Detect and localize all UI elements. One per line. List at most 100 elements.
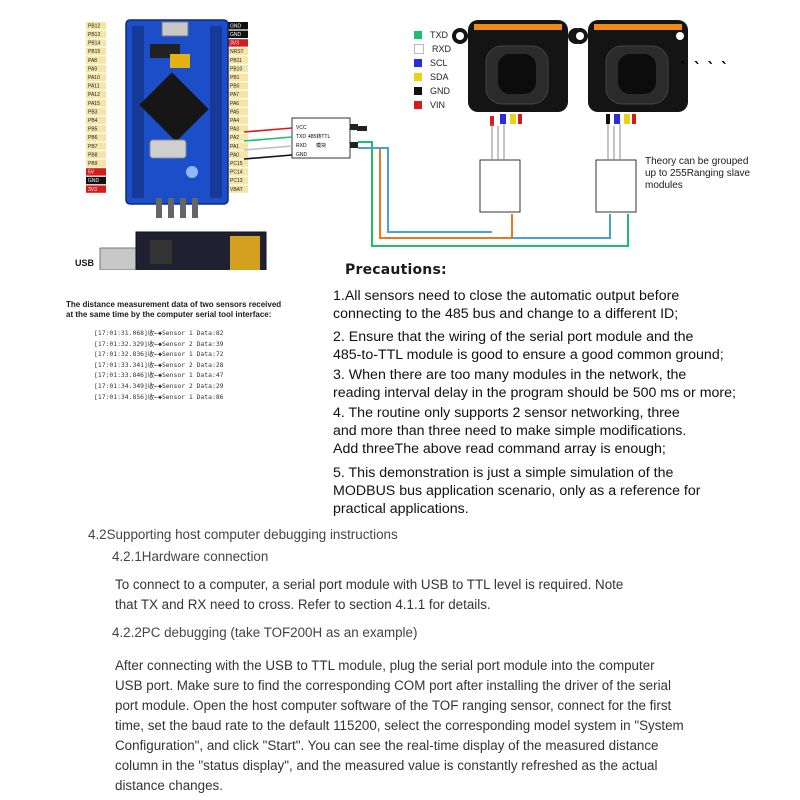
tof-sensor-1 bbox=[452, 20, 584, 213]
usb-ttl-adapter bbox=[99, 231, 267, 277]
pin-label: PA9 bbox=[88, 66, 97, 72]
section-heading: 4.2Supporting host computer debugging in… bbox=[88, 527, 398, 542]
pin-label: PA3 bbox=[230, 127, 239, 133]
rs485-ttl-module: VCC TXD RXD GND 485转TTL 模块 bbox=[291, 117, 358, 159]
pin-label-box bbox=[86, 22, 106, 30]
paragraph-line: To connect to a computer, a serial port … bbox=[115, 577, 624, 592]
pin-label: 5V bbox=[88, 170, 95, 176]
pin-label-box bbox=[86, 73, 106, 81]
pin-label: PA8 bbox=[88, 58, 97, 64]
module-gnd-label: GND bbox=[296, 152, 308, 158]
pin-label-box bbox=[86, 151, 106, 159]
pin-label-box bbox=[228, 142, 248, 150]
precaution-line: 4. The routine only supports 2 sensor ne… bbox=[333, 405, 680, 421]
pin-label-box bbox=[228, 22, 248, 30]
pin-label: GND bbox=[230, 23, 242, 29]
log-line: [17:01:33.846]收←◆Sensor 1 Data:47 bbox=[94, 371, 224, 380]
paragraph-line: column in the "status display", and the … bbox=[115, 758, 658, 773]
legend-label: SCL bbox=[430, 58, 448, 68]
pin-label-box bbox=[228, 185, 248, 193]
theory-note-line: modules bbox=[645, 180, 683, 191]
legend-label: TXD bbox=[430, 30, 448, 40]
caption-line: The distance measurement data of two sen… bbox=[66, 300, 282, 309]
pin-label-box bbox=[86, 47, 106, 56]
pin-label: PB12 bbox=[88, 23, 100, 29]
pin-label-box bbox=[228, 116, 248, 124]
precaution-item-2: 2. Ensure that the wiring of the serial … bbox=[333, 328, 724, 364]
paragraph-line: time, set the baud rate to the default 1… bbox=[115, 718, 684, 733]
pin-label-box bbox=[228, 108, 248, 116]
module-sub-label: 模块 bbox=[316, 142, 326, 149]
precaution-item-1: 1.All sensors need to close the automati… bbox=[333, 287, 679, 323]
pin-label: PB11 bbox=[230, 58, 242, 64]
pin-label: GND bbox=[230, 32, 242, 38]
pin-label: NRST bbox=[230, 49, 244, 55]
module-vcc-label: VCC bbox=[296, 125, 307, 131]
precaution-item-4: 4. The routine only supports 2 sensor ne… bbox=[333, 404, 686, 458]
precaution-line: practical applications. bbox=[333, 501, 469, 517]
pin-label: PC14 bbox=[230, 170, 243, 176]
pin-label: PA1 bbox=[230, 144, 239, 150]
pin-label-box bbox=[86, 116, 106, 124]
pin-label: PB7 bbox=[88, 144, 98, 150]
paragraph-line: port module. Open the host computer soft… bbox=[115, 698, 672, 713]
theory-note-line: up to 255Ranging slave bbox=[645, 168, 751, 179]
legend-swatch bbox=[414, 44, 424, 54]
log-line: [17:01:34.349]收←◆Sensor 2 Data:29 bbox=[94, 381, 224, 390]
pin-label-box bbox=[86, 30, 106, 38]
pin-label-box bbox=[86, 90, 106, 99]
legend-swatch bbox=[414, 87, 422, 95]
pin-label-box bbox=[228, 133, 248, 142]
pin-label: VBAT bbox=[230, 187, 243, 193]
precautions-title: Precautions: bbox=[345, 262, 447, 278]
precaution-item-5: 5. This demonstration is just a simple s… bbox=[333, 464, 700, 518]
pin-label: PA12 bbox=[88, 92, 100, 98]
bus-wires bbox=[358, 141, 629, 247]
theory-note-line: Theory can be grouped bbox=[645, 156, 749, 167]
pin-label-box bbox=[86, 168, 106, 176]
legend-swatch bbox=[414, 59, 422, 67]
hardware-paragraph: To connect to a computer, a serial port … bbox=[115, 575, 623, 615]
wiring-diagram-svg: PB12PB13PB14PB15PA8PA9PA10PA11PA12PA15PB… bbox=[86, 19, 729, 277]
pin-label: PC13 bbox=[230, 178, 243, 184]
legend-item-rxd: RXD bbox=[414, 44, 451, 54]
precaution-line: MODBUS bus application scenario, only as… bbox=[333, 483, 701, 499]
pc-debugging-paragraph: After connecting with the USB to TTL mod… bbox=[115, 656, 684, 796]
pin-label: 3V3 bbox=[88, 187, 97, 193]
pin-label-box bbox=[86, 39, 106, 47]
usb-label: USB bbox=[75, 258, 95, 268]
pin-label-box bbox=[86, 133, 106, 142]
legend-item-gnd: GND bbox=[414, 86, 450, 96]
serial-data-caption: The distance measurement data of two sen… bbox=[66, 300, 316, 320]
pin-label-box bbox=[86, 99, 106, 107]
precaution-line: 3. When there are too many modules in th… bbox=[333, 367, 687, 383]
pin-label: PA2 bbox=[230, 135, 239, 141]
legend-label: VIN bbox=[430, 100, 446, 110]
log-line: [17:01:33.341]收←◆Sensor 2 Data:28 bbox=[94, 360, 224, 369]
pin-label-box bbox=[228, 176, 248, 185]
paragraph-line: USB port. Make sure to find the correspo… bbox=[115, 678, 671, 693]
pin-label: 3V3 bbox=[230, 41, 239, 47]
legend-item-txd: TXD bbox=[414, 30, 448, 40]
tof-sensor-2 bbox=[572, 20, 688, 213]
subsection-heading-pc-debugging: 4.2.2PC debugging (take TOF200H as an ex… bbox=[112, 625, 418, 640]
pin-label-box bbox=[86, 185, 106, 193]
pin-label: PA6 bbox=[230, 101, 239, 107]
theory-note: Theory can be grouped up to 255Ranging s… bbox=[645, 156, 775, 192]
subsection-heading-hardware: 4.2.1Hardware connection bbox=[112, 549, 269, 564]
board-wires bbox=[243, 127, 293, 160]
module-rxd-label: RXD bbox=[296, 143, 307, 149]
pin-label: PB1 bbox=[230, 75, 240, 81]
pin-label-box bbox=[86, 82, 106, 90]
pin-label: PB6 bbox=[88, 135, 98, 141]
pin-label: PA15 bbox=[88, 101, 100, 107]
log-line: [17:01:31.068]收←◆Sensor 1 Data:82 bbox=[94, 329, 224, 337]
precaution-line: 1.All sensors need to close the automati… bbox=[333, 288, 680, 304]
pin-label-box bbox=[86, 56, 106, 64]
paragraph-line: that TX and RX need to cross. Refer to s… bbox=[115, 597, 491, 612]
pin-label: PB13 bbox=[88, 32, 100, 38]
legend-swatch bbox=[414, 31, 422, 39]
legend-swatch bbox=[414, 73, 422, 81]
pin-label: GND bbox=[88, 178, 100, 184]
